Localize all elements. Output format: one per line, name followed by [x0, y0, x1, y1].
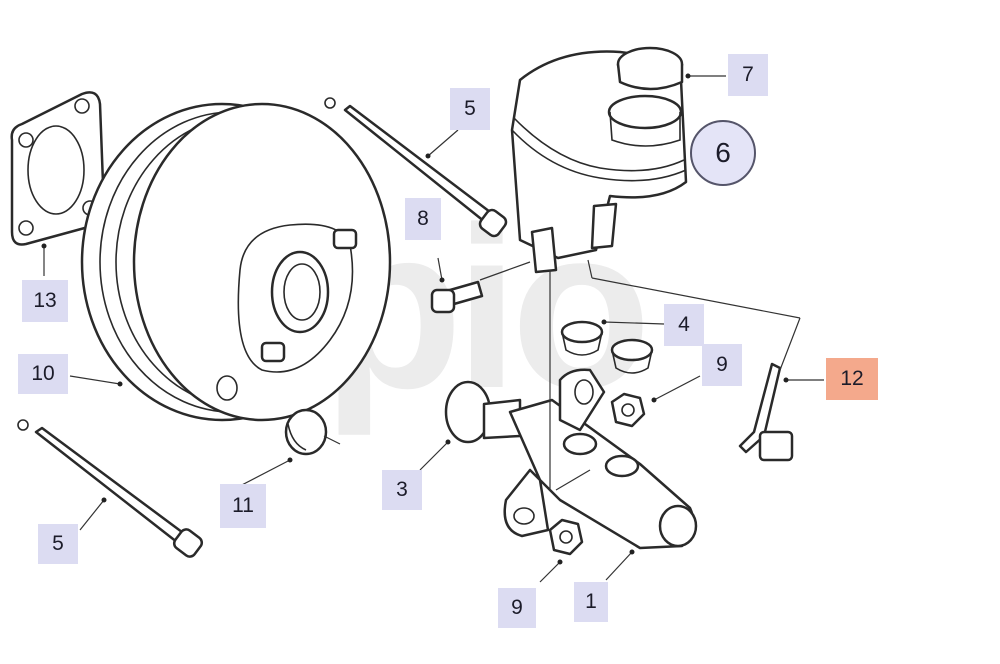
leader-lines [41, 73, 824, 583]
callout-12[interactable]: 12 [826, 358, 878, 400]
callout-4[interactable]: 4 [664, 304, 704, 346]
cap-part-7[interactable] [616, 46, 684, 91]
grommet-part-4[interactable] [560, 320, 654, 374]
master-cylinder-part-1[interactable] [503, 368, 698, 550]
callout-9-upper[interactable]: 9 [702, 344, 742, 386]
sensor-part-12[interactable] [738, 362, 794, 462]
callout-10[interactable]: 10 [18, 354, 68, 394]
callout-3[interactable]: 3 [382, 470, 422, 510]
bolt-part-5-upper[interactable] [324, 97, 508, 238]
grommet-part-11[interactable] [284, 408, 341, 456]
nut-part-9-lower[interactable] [548, 518, 584, 556]
callout-9-lower[interactable]: 9 [498, 588, 536, 628]
callout-5-lower[interactable]: 5 [38, 524, 78, 564]
callout-1[interactable]: 1 [574, 582, 608, 622]
callout-7[interactable]: 7 [728, 54, 768, 96]
reservoir-part-6[interactable] [510, 50, 688, 274]
screw-part-8[interactable] [430, 280, 484, 314]
callout-13[interactable]: 13 [22, 280, 68, 322]
callout-6[interactable]: 6 [690, 120, 756, 186]
callout-5-upper[interactable]: 5 [450, 88, 490, 130]
callout-8[interactable]: 8 [405, 198, 441, 240]
brake-booster-part-10[interactable] [80, 102, 392, 422]
nut-part-9-upper[interactable] [610, 392, 646, 428]
callout-11[interactable]: 11 [220, 484, 266, 528]
bolt-part-5-lower[interactable] [17, 419, 204, 559]
